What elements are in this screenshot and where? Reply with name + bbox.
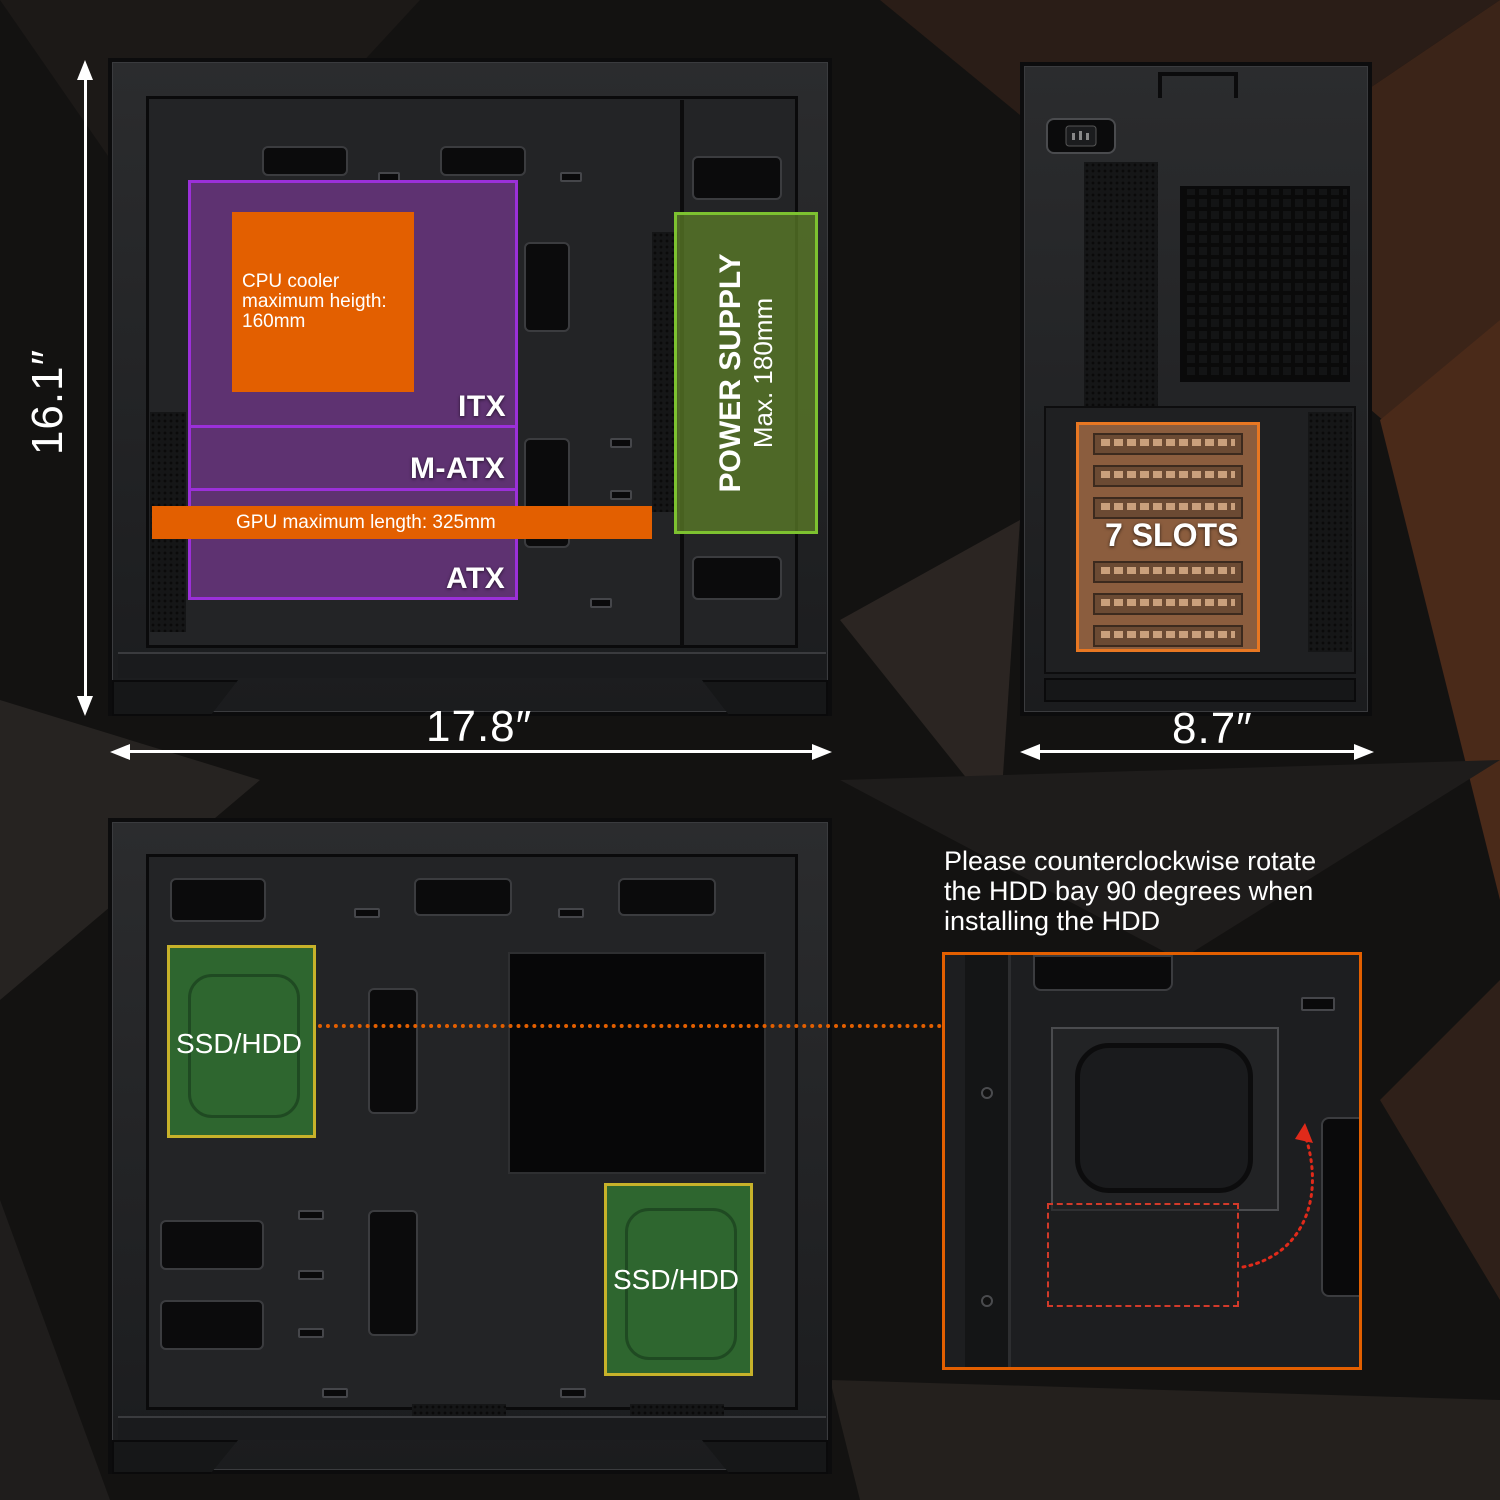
cable-cutout xyxy=(368,1210,418,1336)
height-dimension-label: 16.1″ xyxy=(23,348,72,456)
length-dimension-line xyxy=(128,750,814,753)
length-arrow-left xyxy=(110,744,130,760)
hdd-bay-detail-inset xyxy=(942,952,1362,1370)
inset-side-cutout xyxy=(1321,1117,1359,1297)
inset-top-cutout xyxy=(1033,955,1173,991)
cpu-cooler-line1: CPU cooler xyxy=(242,271,340,292)
cable-cutout xyxy=(368,988,418,1114)
psu-vent-grille xyxy=(1084,162,1158,422)
side-vent-strip xyxy=(1308,412,1352,652)
case-foot-left xyxy=(112,1440,238,1474)
lower-cutout xyxy=(160,1300,264,1350)
hdd-rotation-note: Please counterclockwise rotate the HDD b… xyxy=(944,846,1384,936)
hdd-bracket-original xyxy=(1047,1203,1239,1307)
tie-slot xyxy=(560,172,582,182)
tie-slot xyxy=(298,1328,324,1338)
cpu-cooler-line3: 160mm xyxy=(242,311,306,332)
hdd-bracket-rotated xyxy=(1051,1027,1279,1211)
gpu-length-bar: GPU maximum length: 325mm xyxy=(152,506,652,539)
power-inlet-icon xyxy=(1046,118,1116,154)
power-supply-subtitle: Max. 180mm xyxy=(748,297,778,449)
inset-side-rail xyxy=(965,955,1011,1367)
motherboard-tray-cutout xyxy=(508,952,766,1174)
bottom-rail xyxy=(118,652,826,678)
height-dimension-line xyxy=(84,78,87,698)
height-arrow-bottom xyxy=(77,696,93,716)
itx-label: ITX xyxy=(458,390,507,423)
power-supply-text: POWER SUPPLY Max. 180mm xyxy=(714,254,778,493)
width-arrow-right xyxy=(1354,744,1374,760)
top-cutout xyxy=(262,146,348,176)
drive-label-right: SSD/HDD xyxy=(613,1264,740,1295)
length-dimension-label: 17.8″ xyxy=(426,702,533,751)
bottom-rail xyxy=(118,1416,826,1440)
rotate-arrow-icon xyxy=(1241,1123,1314,1269)
expansion-slots-box: 7 SLOTS xyxy=(1076,422,1260,652)
drive-bay-outline xyxy=(625,1208,737,1360)
expansion-slot xyxy=(1093,625,1243,647)
rear-foot xyxy=(1044,678,1356,702)
lower-cutout xyxy=(160,1220,264,1270)
expansion-slot xyxy=(1093,561,1243,583)
tie-slot xyxy=(610,490,632,500)
case-foot-right xyxy=(702,680,828,716)
expansion-slot xyxy=(1093,433,1243,455)
slots-label: 7 SLOTS xyxy=(1105,517,1239,553)
rail-screw xyxy=(981,1087,993,1099)
width-dimension-line xyxy=(1038,750,1356,753)
matx-label: M-ATX xyxy=(410,452,506,485)
top-cutout xyxy=(440,146,526,176)
drive-bay-left: SSD/HDD xyxy=(167,945,316,1138)
top-cutout xyxy=(618,878,716,916)
tie-slot xyxy=(298,1270,324,1280)
inset-tie-slot xyxy=(1301,997,1335,1011)
case-foot-right xyxy=(702,1440,828,1474)
psu-fan-cutout xyxy=(692,156,782,200)
tie-slot xyxy=(354,908,380,918)
tie-slot xyxy=(298,1210,324,1220)
tie-slot xyxy=(560,1388,586,1398)
top-cutout xyxy=(414,878,512,916)
top-cutout xyxy=(170,878,266,922)
atx-label: ATX xyxy=(446,562,506,595)
height-arrow-top xyxy=(77,60,93,80)
drive-bay-right: SSD/HDD xyxy=(604,1183,753,1376)
cable-cutout xyxy=(524,242,570,332)
psu-bottom-cutout xyxy=(692,556,782,600)
power-supply-box: POWER SUPPLY Max. 180mm xyxy=(674,212,818,534)
expansion-slot xyxy=(1093,465,1243,487)
drive-label-left: SSD/HDD xyxy=(176,1028,303,1059)
top-handle xyxy=(1158,72,1238,98)
itx-boundary-line xyxy=(188,425,518,428)
psu-vent xyxy=(652,232,678,512)
drive-bay-outline xyxy=(188,974,300,1118)
hdd-bracket-plate xyxy=(1075,1043,1253,1193)
note-line3: installing the HDD xyxy=(944,906,1161,936)
matx-boundary-line xyxy=(188,488,518,491)
tie-slot xyxy=(610,438,632,448)
case-foot-left xyxy=(112,680,238,716)
power-supply-title: POWER SUPPLY xyxy=(714,253,747,493)
tie-slot xyxy=(558,908,584,918)
cpu-cooler-box: CPU cooler maximum heigth: 160mm xyxy=(232,212,414,392)
width-dimension-label: 8.7″ xyxy=(1172,704,1253,753)
cpu-cooler-line2: maximum heigth: xyxy=(242,291,387,312)
note-line2: the HDD bay 90 degrees when xyxy=(944,876,1314,906)
tie-slot xyxy=(590,598,612,608)
expansion-slot xyxy=(1093,593,1243,615)
length-arrow-right xyxy=(812,744,832,760)
expansion-slot xyxy=(1093,497,1243,519)
rear-fan-grille xyxy=(1180,186,1350,382)
rail-screw xyxy=(981,1295,993,1307)
note-line1: Please counterclockwise rotate xyxy=(944,846,1317,876)
drive-to-detail-link xyxy=(318,1024,942,1028)
width-arrow-left xyxy=(1020,744,1040,760)
tie-slot xyxy=(322,1388,348,1398)
